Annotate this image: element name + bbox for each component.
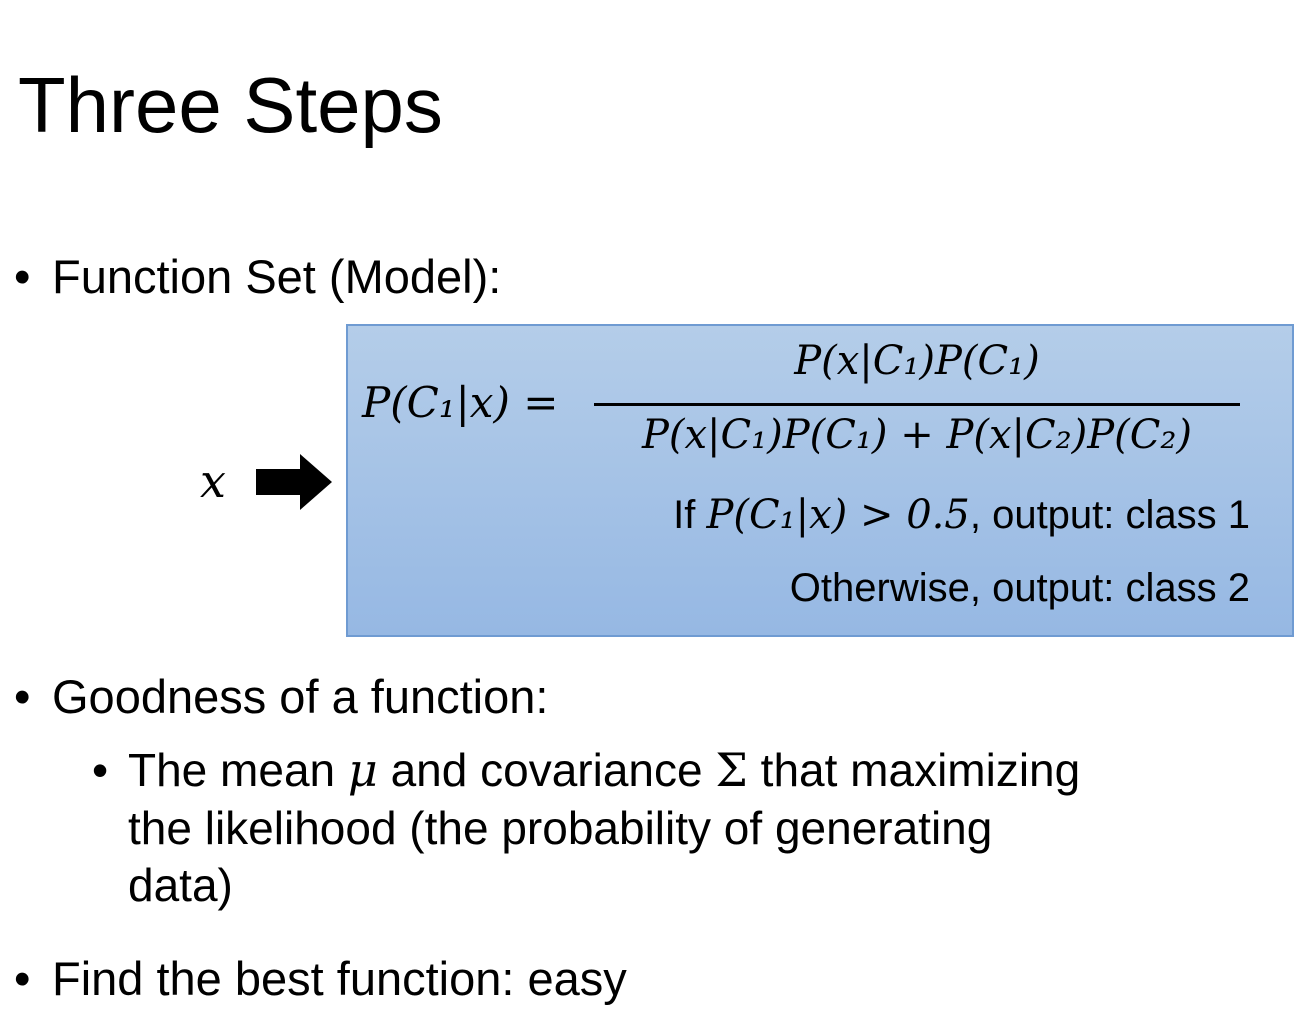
mu-symbol: μ bbox=[347, 743, 378, 797]
input-x-symbol: x bbox=[200, 454, 226, 508]
bullet-goodness-text: Goodness of a function: bbox=[52, 670, 549, 723]
decision-rule-class2: Otherwise, output: class 2 bbox=[789, 566, 1250, 610]
bullet-function-set: • Function Set (Model): bbox=[14, 248, 502, 307]
bullet-dot: • bbox=[14, 250, 31, 303]
posterior-condition: P(C₁|x) > 0.5 bbox=[706, 492, 970, 538]
bullet-function-set-text: Function Set (Model): bbox=[52, 250, 502, 303]
fraction-denominator: P(x|C₁)P(C₁) + P(x|C₂)P(C₂) bbox=[641, 412, 1193, 458]
bullet-find-best: • Find the best function: easy bbox=[14, 950, 627, 1009]
sub-bullet-line1: The mean μ and covariance Σ that maximiz… bbox=[128, 743, 1081, 797]
bullet-dot: • bbox=[14, 670, 31, 723]
bullet-find-best-text: Find the best function: easy bbox=[52, 952, 627, 1005]
fraction-numerator: P(x|C₁)P(C₁) bbox=[794, 338, 1040, 384]
sigma-symbol: Σ bbox=[715, 743, 748, 797]
bullet-dot: • bbox=[92, 744, 109, 796]
sub-bullet-mle: • The mean μ and covariance Σ that maxim… bbox=[92, 742, 1081, 915]
model-formula-box: P(C₁|x) = P(x|C₁)P(C₁) P(x|C₁)P(C₁) + P(… bbox=[346, 324, 1294, 637]
slide-title: Three Steps bbox=[18, 61, 443, 149]
decision-rule-class1: If P(C₁|x) > 0.5, output: class 1 bbox=[673, 492, 1250, 538]
fraction-bar bbox=[594, 403, 1240, 406]
sub-bullet-line2: the likelihood (the probability of gener… bbox=[128, 801, 993, 854]
right-arrow-icon bbox=[256, 454, 332, 510]
posterior-lhs: P(C₁|x) = bbox=[362, 378, 559, 427]
bullet-dot: • bbox=[14, 952, 31, 1005]
bullet-goodness: • Goodness of a function: bbox=[14, 668, 549, 727]
sub-bullet-line3: data) bbox=[128, 859, 233, 911]
